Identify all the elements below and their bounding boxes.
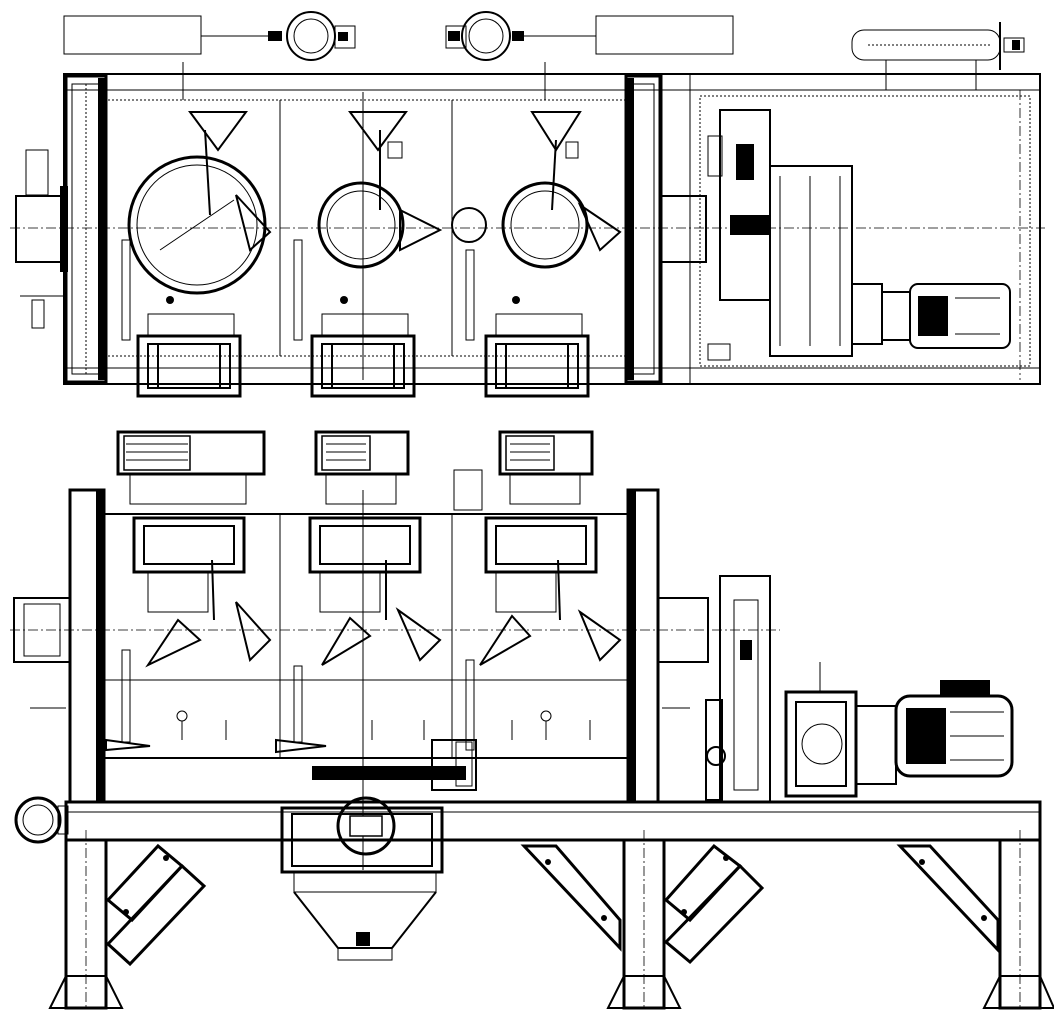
top-motor-2	[314, 430, 410, 505]
side-gate-2	[308, 516, 422, 613]
side-valve	[14, 796, 69, 844]
left-column	[13, 488, 106, 804]
bottom-gate-2	[310, 313, 416, 398]
left-end-plate	[15, 74, 108, 384]
side-gate-1	[132, 516, 246, 613]
paddles	[105, 559, 622, 754]
right-end-plate	[624, 74, 707, 384]
legs	[48, 830, 1054, 1010]
drive-front	[705, 575, 1014, 803]
spray-pipe	[851, 22, 1025, 90]
right-column	[626, 488, 709, 804]
screw-conveyor	[312, 739, 477, 791]
bottom-gate-1	[136, 313, 242, 398]
top-motor-3	[498, 430, 594, 505]
side-gate-3	[484, 516, 598, 613]
top-motor-1	[116, 430, 266, 505]
base-frame	[64, 800, 1042, 842]
discharge-hopper	[280, 796, 444, 961]
bottom-gate-3	[484, 313, 590, 398]
front-view	[10, 430, 1054, 1010]
top-view	[10, 11, 1045, 398]
top-inlet-right	[445, 11, 734, 61]
braces	[105, 843, 1000, 967]
center-pipe	[451, 207, 487, 243]
drive-plan	[699, 90, 1031, 380]
top-inlet-left	[63, 11, 356, 61]
outlet-valve-3	[501, 181, 589, 269]
outlet-valve-1	[127, 155, 267, 295]
outlet-valve-2	[317, 181, 405, 269]
